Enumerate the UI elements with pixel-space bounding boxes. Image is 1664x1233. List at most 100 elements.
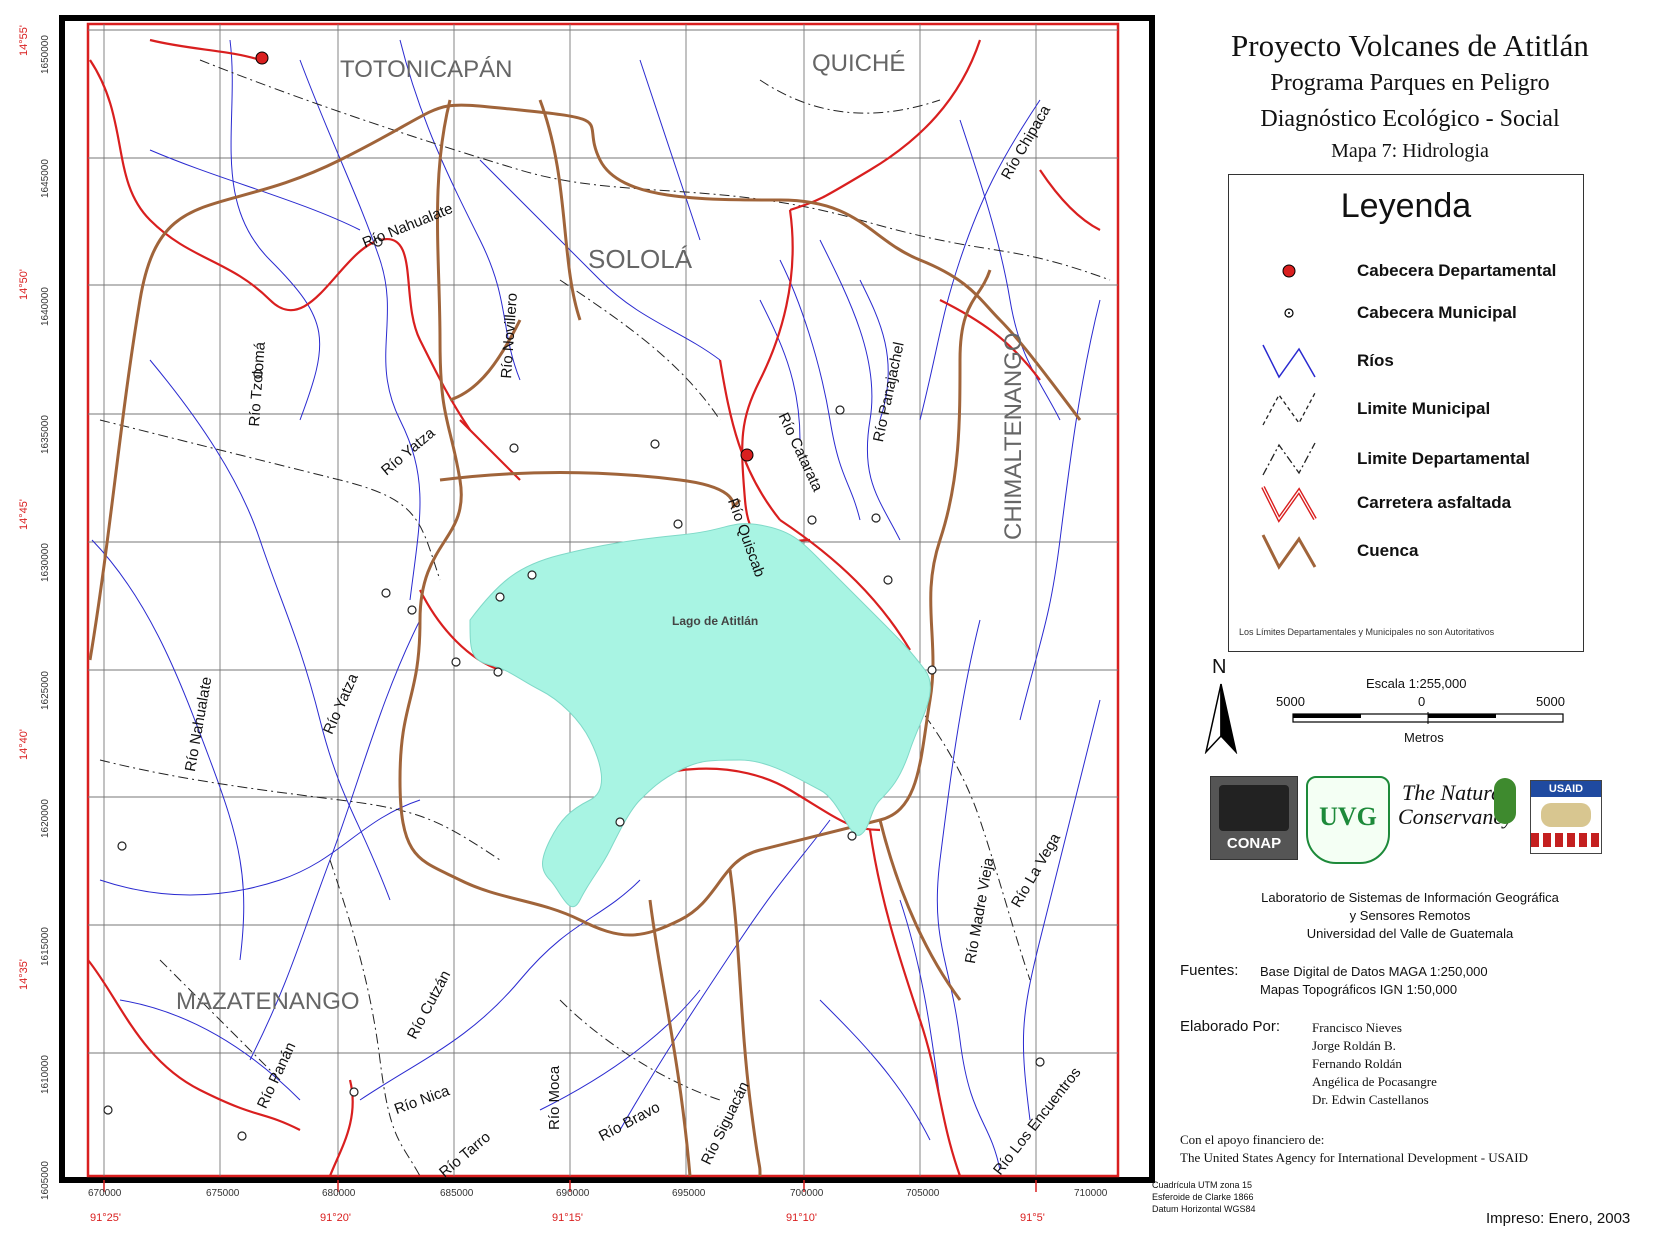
utm-y-label: 1630000 (40, 543, 51, 582)
legend-title: Leyenda (1340, 187, 1472, 225)
map-title: Proyecto Volcanes de Atitlán (1231, 28, 1589, 63)
utm-y-label: 1640000 (40, 287, 51, 326)
utm-x-label: 710000 (1074, 1188, 1108, 1199)
department-label-chimaltenango: CHIMALTENANGO (1000, 332, 1027, 540)
department-label-quiche: QUICHÉ (812, 50, 906, 77)
graticule-ticks (103, 1180, 1037, 1192)
scale-bar (1292, 712, 1564, 724)
basin-line-icon (1261, 534, 1317, 570)
utm-x-label: 680000 (322, 1188, 356, 1199)
red-dot-icon (1282, 264, 1296, 278)
scale-title: Escala 1:255,000 (1366, 676, 1467, 691)
elaborado-label: Elaborado Por: (1180, 1018, 1281, 1035)
department-label-solola: SOLOLÁ (588, 244, 693, 274)
cabecera-departamental-marker (255, 51, 269, 65)
river-line-icon (1262, 344, 1316, 379)
department-label-totonicapan: TOTONICAPÁN (340, 56, 513, 83)
usaid-logo: USAID (1530, 780, 1602, 854)
scale-left: 5000 (1276, 694, 1305, 709)
utm-y-label: 1650000 (40, 35, 51, 74)
scale-mid: 0 (1418, 694, 1426, 709)
basin-lines (88, 99, 1082, 1177)
credits-lab-1: Laboratorio de Sistemas de Información G… (1261, 890, 1559, 905)
author: Jorge Roldán B. (1312, 1038, 1396, 1053)
legend-box: Leyenda Cabecera Departamental Cabecera … (1228, 174, 1584, 652)
projection-line-3: Datum Horizontal WGS84 (1152, 1204, 1256, 1214)
fuentes-line-1: Base Digital de Datos MAGA 1:250,000 (1260, 964, 1488, 979)
utm-y-label: 1615000 (40, 927, 51, 966)
map-inner-border (86, 22, 1120, 1178)
author: Angélica de Pocasangre (1312, 1074, 1437, 1089)
utm-x-label: 685000 (440, 1188, 474, 1199)
usaid-logo-text: USAID (1531, 781, 1601, 797)
map-subtitle: Programa Parques en Peligro (1270, 70, 1550, 96)
latitude-label: 14°50' (18, 269, 30, 300)
utm-y-label: 1635000 (40, 415, 51, 454)
uvg-logo: UVG (1306, 776, 1390, 864)
cabecera-departamental-marker (740, 448, 754, 462)
utm-x-label: 675000 (206, 1188, 240, 1199)
support-line-2: The United States Agency for Internation… (1180, 1150, 1529, 1165)
longitude-label: 91°25' (90, 1212, 121, 1224)
north-label: N (1212, 656, 1227, 678)
legend-label: Limite Municipal (1357, 399, 1491, 418)
legend-label: Limite Departamental (1357, 449, 1530, 468)
dashdot-line-icon (1262, 442, 1316, 476)
longitude-label: 91°15' (552, 1212, 583, 1224)
tnc-logo: The Nature Conservancy (1398, 776, 1518, 860)
circle-dot-icon (1284, 308, 1294, 318)
credits-lab-2: y Sensores Remotos (1349, 908, 1471, 923)
author: Fernando Roldán (1312, 1056, 1402, 1071)
rivers (91, 39, 1101, 1171)
dashed-line-icon (1262, 392, 1316, 426)
tnc-logo-line2: Conservancy (1398, 804, 1513, 829)
latitude-label: 14°35' (18, 959, 30, 990)
handshake-icon (1541, 803, 1591, 827)
projection-line-1: Cuadrícula UTM zona 15 (1152, 1180, 1253, 1190)
longitude-label: 91°5' (1020, 1212, 1045, 1224)
fuentes-label: Fuentes: (1180, 962, 1239, 979)
longitude-label: 91°20' (320, 1212, 351, 1224)
utm-y-label: 1645000 (40, 159, 51, 198)
author: Dr. Edwin Castellanos (1312, 1092, 1429, 1107)
legend-note: Los Límites Departamentales y Municipale… (1239, 627, 1495, 637)
tnc-logo-line1: The Nature (1402, 780, 1501, 805)
legend-label: Cuenca (1357, 541, 1419, 560)
cabecera-municipal-markers (103, 237, 1045, 1141)
support-line-1: Con el apoyo financiero de: (1180, 1132, 1325, 1147)
department-label-mazatenango: MAZATENANGO (176, 988, 360, 1015)
latitude-label: 14°40' (18, 729, 30, 760)
lake-atitlan (469, 523, 931, 908)
fuentes-line-2: Mapas Topográficos IGN 1:50,000 (1260, 982, 1458, 997)
utm-x-label: 700000 (790, 1188, 824, 1199)
legend-label: Cabecera Departamental (1357, 261, 1557, 280)
longitude-label: 91°10' (786, 1212, 817, 1224)
utm-x-label: 705000 (906, 1188, 940, 1199)
utm-x-label: 695000 (672, 1188, 706, 1199)
utm-x-label: 690000 (556, 1188, 590, 1199)
author: Francisco Nieves (1312, 1020, 1402, 1035)
latitude-label: 14°45' (18, 499, 30, 530)
utm-y-label: 1605000 (40, 1161, 51, 1200)
scale-units: Metros (1404, 730, 1444, 745)
uvg-logo-text: UVG (1319, 802, 1377, 831)
conap-emblem-icon (1219, 785, 1289, 831)
road-line-icon (1261, 486, 1317, 523)
utm-x-label: 670000 (88, 1188, 122, 1199)
map-number: Mapa 7: Hidrologia (1331, 140, 1489, 162)
legend-label: Carretera asfaltada (1357, 493, 1512, 512)
tnc-leaf-icon (1494, 778, 1516, 824)
usaid-stripes (1531, 833, 1601, 847)
conap-logo-text: CONAP (1226, 835, 1282, 852)
printed-date: Impreso: Enero, 2003 (1486, 1210, 1631, 1227)
north-arrow-icon (1204, 683, 1238, 754)
lake-label: Lago de Atitlán (672, 614, 759, 628)
utm-y-label: 1620000 (40, 799, 51, 838)
conap-logo: CONAP (1210, 776, 1298, 860)
latitude-label: 14°55' (18, 25, 30, 56)
scale-right: 5000 (1536, 694, 1565, 709)
projection-line-2: Esferoide de Clarke 1866 (1152, 1192, 1254, 1202)
utm-y-label: 1625000 (40, 671, 51, 710)
map-subtitle-2: Diagnóstico Ecológico - Social (1260, 106, 1560, 132)
